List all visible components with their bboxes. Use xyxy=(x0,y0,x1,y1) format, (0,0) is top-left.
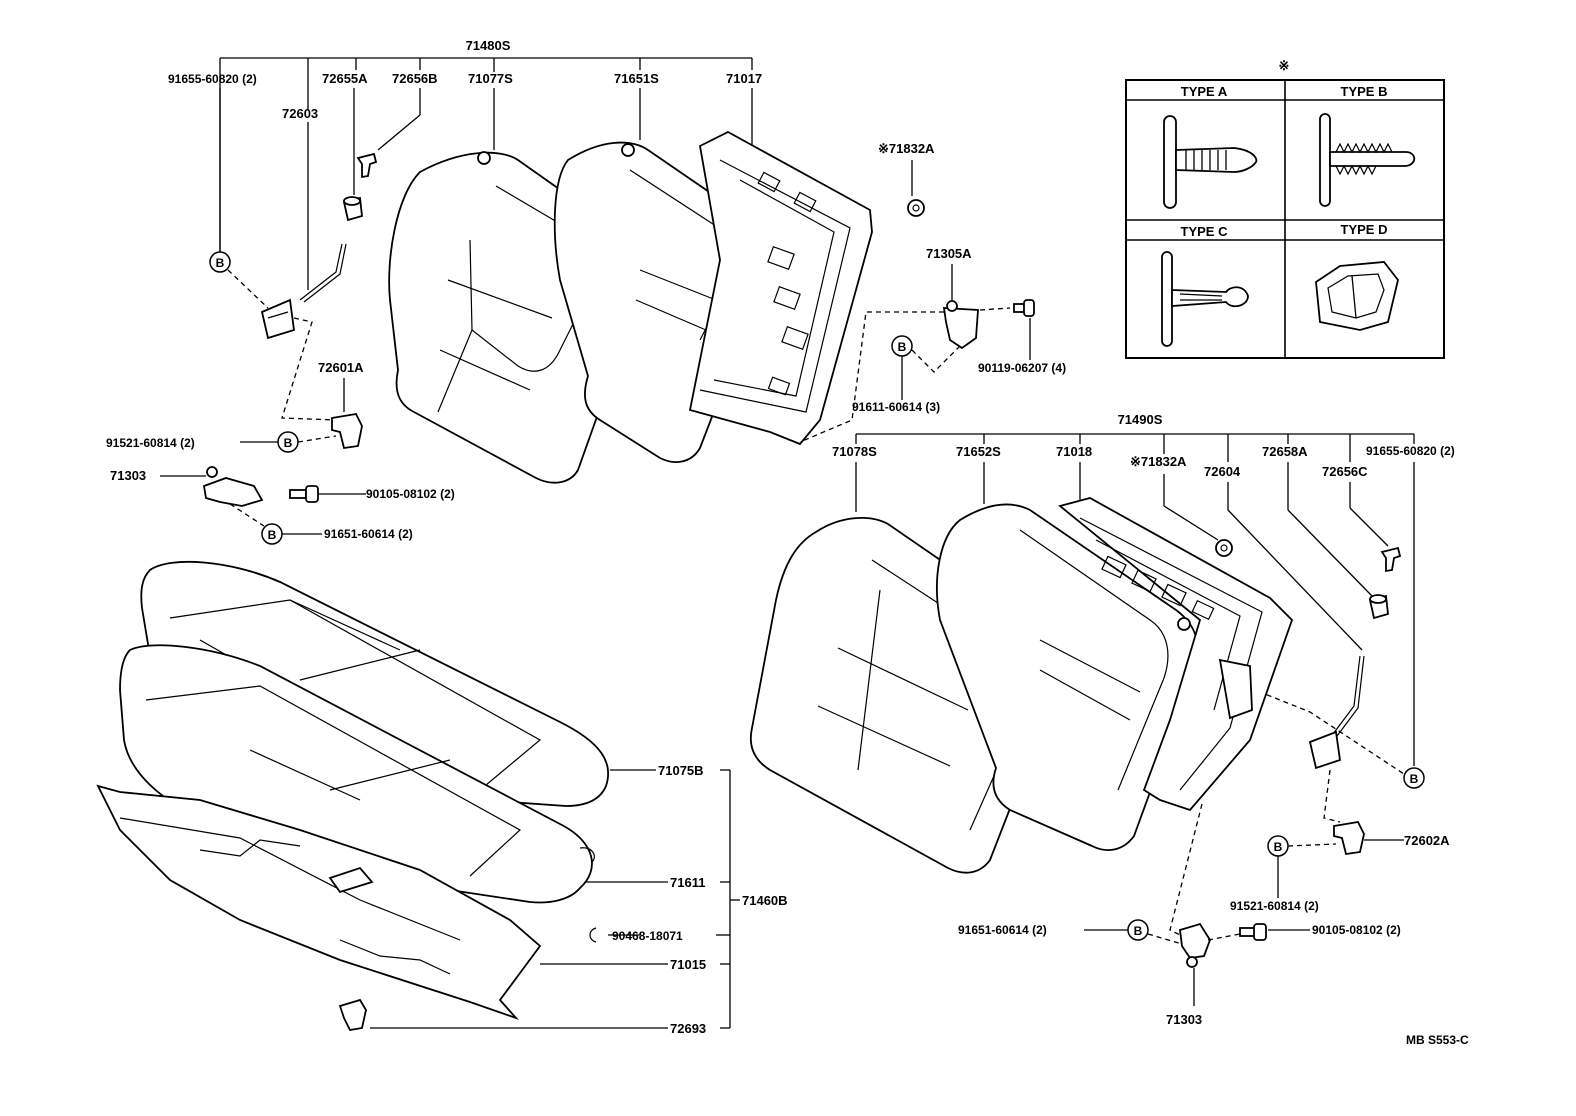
label-72658a: 72658A xyxy=(1262,444,1308,459)
label-72656b: 72656B xyxy=(392,71,438,86)
hinge-71305a-icon xyxy=(942,300,979,350)
clip-90468-icon xyxy=(589,927,597,943)
label-71017: 71017 xyxy=(726,71,762,86)
label-91655-left: 91655-60820 (2) xyxy=(168,72,257,86)
label-91521-right: 91521-60814 (2) xyxy=(1230,899,1319,913)
clip-72655a-icon xyxy=(342,196,363,222)
bracket-72601a-icon xyxy=(331,413,363,450)
label-71832a-right: ※71832A xyxy=(1130,454,1187,469)
lock-rod-72603-icon xyxy=(260,243,347,340)
bolt-90105-icon xyxy=(289,485,319,503)
label-72604: 72604 xyxy=(1204,464,1241,479)
label-90468: 90468-18071 xyxy=(612,929,683,943)
hinge-71303-icon xyxy=(202,466,264,507)
label-71305a: 71305A xyxy=(926,246,972,261)
clip-72658a-icon xyxy=(1368,594,1389,620)
table-header-type-c: TYPE C xyxy=(1181,224,1229,239)
b-marker-text: B xyxy=(284,436,293,450)
b-marker-text: B xyxy=(1274,840,1283,854)
label-72655a: 72655A xyxy=(322,71,368,86)
clip-type-b-icon xyxy=(1319,113,1416,207)
label-91655-right: 91655-60820 (2) xyxy=(1366,444,1455,458)
label-72602a: 72602A xyxy=(1404,833,1450,848)
label-72601a: 72601A xyxy=(318,360,364,375)
table-header-type-a: TYPE A xyxy=(1181,84,1228,99)
label-91611: 91611-60614 (3) xyxy=(852,400,940,414)
label-91651-left: 91651-60614 (2) xyxy=(324,527,413,541)
clip-type-d-icon xyxy=(1315,261,1399,331)
bolt-90119-icon xyxy=(1013,299,1035,317)
label-71460b: 71460B xyxy=(742,893,788,908)
table-header-type-d: TYPE D xyxy=(1341,222,1388,237)
table-header-type-b: TYPE B xyxy=(1341,84,1388,99)
seatback-right-pad-icon xyxy=(936,503,1199,851)
label-71018: 71018 xyxy=(1056,444,1092,459)
b-marker-text: B xyxy=(216,256,225,270)
bolt-90105-right-icon xyxy=(1239,923,1267,941)
label-71303-right: 71303 xyxy=(1166,1012,1202,1027)
label-91521-left: 91521-60814 (2) xyxy=(106,436,195,450)
label-71611: 71611 xyxy=(670,875,705,890)
hinge-71303-right-icon xyxy=(1179,922,1211,968)
label-90119: 90119-06207 (4) xyxy=(978,361,1066,375)
bracket-72693-icon xyxy=(338,998,367,1031)
clip-72656c-icon xyxy=(1380,546,1402,573)
seat-cushion-pad-icon xyxy=(119,644,595,904)
label-71652s: 71652S xyxy=(956,444,1001,459)
seat-cushion-frame-icon xyxy=(96,784,542,1020)
clip-type-table: ※ TYPE A TYPE B TYPE C TYPE D xyxy=(1125,58,1445,359)
label-71015: 71015 xyxy=(670,957,706,972)
clip-71832a-icon xyxy=(907,199,925,217)
label-90105-right: 90105-08102 (2) xyxy=(1312,923,1401,937)
seatback-left-frame-icon xyxy=(688,130,873,446)
label-71490s: 71490S xyxy=(1118,412,1163,427)
lock-rod-72604-icon xyxy=(1308,655,1365,770)
diagram-reference-code: MB S553-C xyxy=(1406,1033,1469,1047)
clip-type-c-icon xyxy=(1161,251,1249,347)
label-91651-right: 91651-60614 (2) xyxy=(958,923,1047,937)
label-71078s: 71078S xyxy=(832,444,877,459)
label-90105-left: 90105-08102 (2) xyxy=(366,487,455,501)
clip-type-a-icon xyxy=(1163,115,1258,209)
seatback-right-frame-icon xyxy=(1058,497,1294,812)
b-marker-icon xyxy=(1403,767,1425,789)
label-71651s: 71651S xyxy=(614,71,659,86)
label-71075b: 71075B xyxy=(658,763,704,778)
b-marker-text: B xyxy=(1134,924,1143,938)
label-71077s: 71077S xyxy=(468,71,513,86)
b-marker-text: B xyxy=(1410,772,1419,786)
clip-72656b-icon xyxy=(356,152,378,179)
table-symbol: ※ xyxy=(1279,58,1290,73)
b-marker-text: B xyxy=(268,528,277,542)
b-marker-icon xyxy=(209,251,231,273)
label-71832a-top: ※71832A xyxy=(878,141,935,156)
label-72603: 72603 xyxy=(282,106,318,121)
bracket-72602a-icon xyxy=(1333,821,1365,856)
label-71303-left: 71303 xyxy=(110,468,146,483)
label-71480s: 71480S xyxy=(466,38,511,53)
label-72656c: 72656C xyxy=(1322,464,1368,479)
assy-71460b-bracket xyxy=(370,769,740,1029)
label-72693: 72693 xyxy=(670,1021,706,1036)
assy-71490s-bracket xyxy=(855,433,1415,462)
b-marker-text: B xyxy=(898,340,907,354)
clip-71832a-right-icon xyxy=(1215,539,1233,557)
